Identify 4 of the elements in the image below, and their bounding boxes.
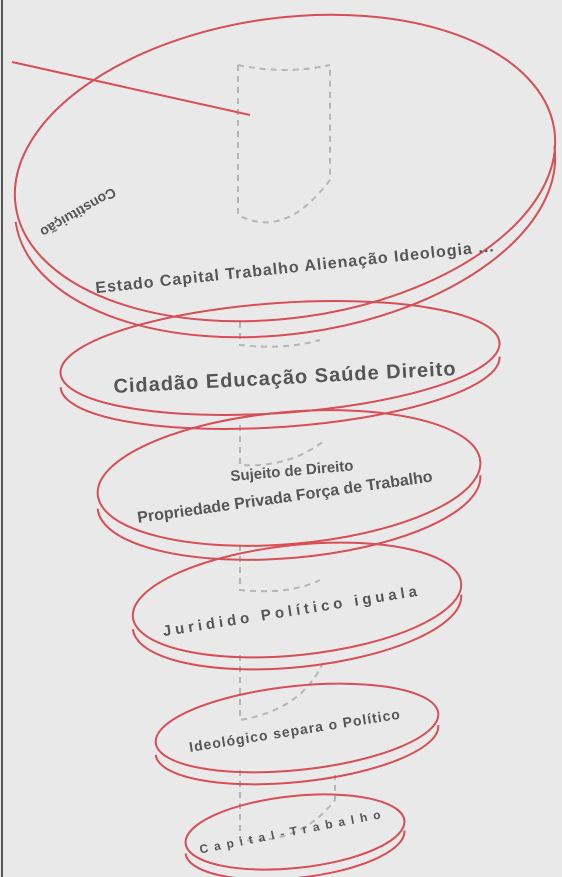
spiral-text: Estado Capital Trabalho Alienação Ideologia ... bbox=[94, 238, 496, 298]
spiral-text: Ideológico separa o Político bbox=[188, 706, 402, 756]
spiral-text: Juridido Político iguala bbox=[162, 583, 422, 641]
spiral-text: Cidadão Educação Saúde Direito bbox=[112, 358, 458, 398]
